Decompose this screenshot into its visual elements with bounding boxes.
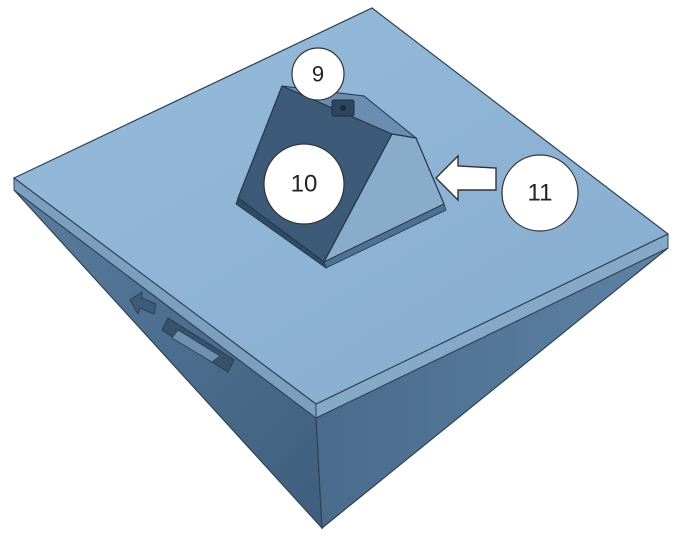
callout-11: 11 <box>501 154 579 232</box>
svg-text:11: 11 <box>528 180 553 207</box>
callout-10: 10 <box>263 143 345 225</box>
side-slot-cutout <box>161 317 235 373</box>
svg-text:9: 9 <box>312 62 324 87</box>
callout-9: 9 <box>291 47 345 101</box>
side-arrow-emboss <box>129 291 157 316</box>
pointer-arrow <box>435 154 497 202</box>
svg-text:10: 10 <box>291 171 318 198</box>
